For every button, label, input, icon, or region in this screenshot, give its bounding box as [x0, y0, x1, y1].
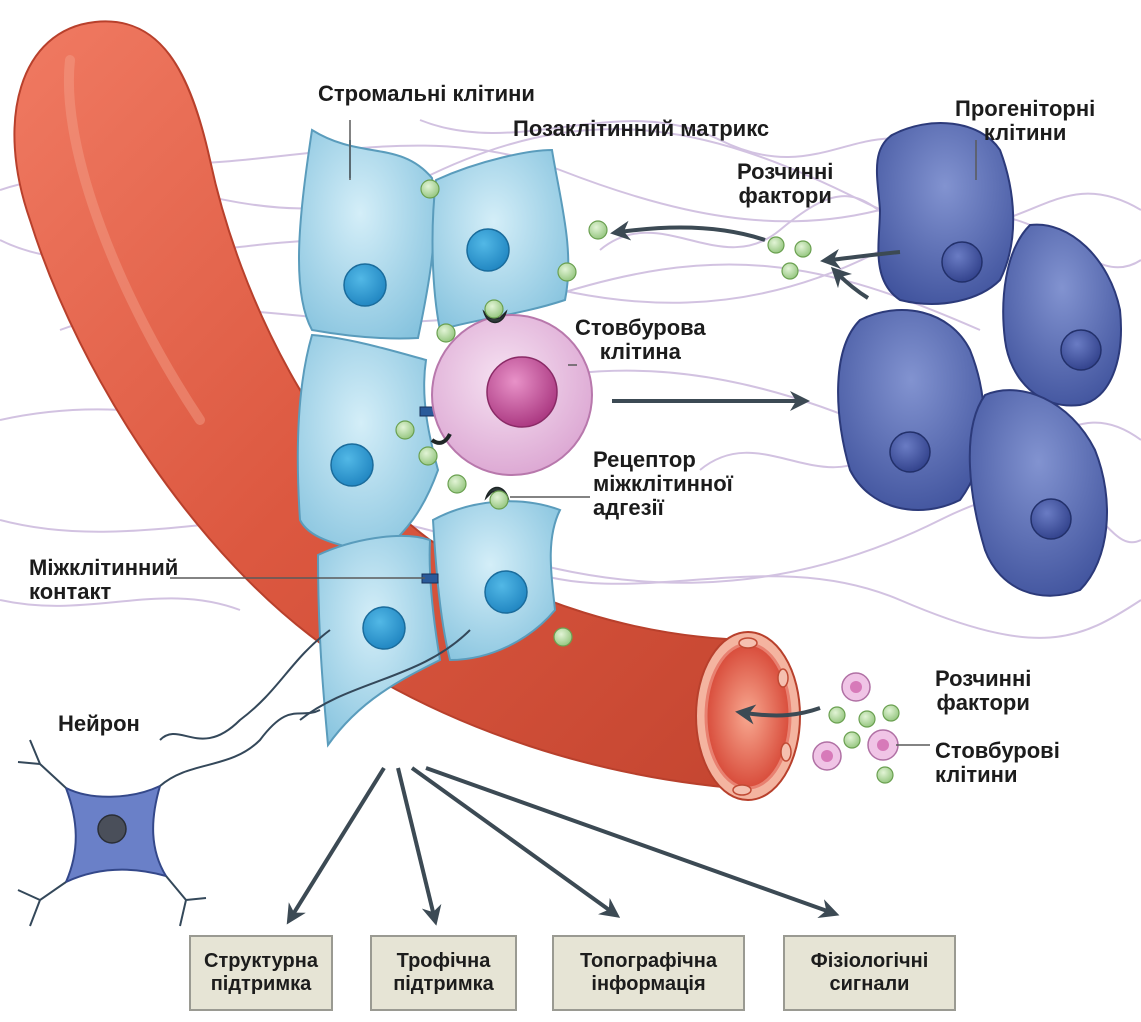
label-extracellular-matrix: Позаклітинний матрикс: [513, 117, 769, 141]
neuron: [18, 710, 320, 926]
circulating-stem-cells: [813, 673, 898, 770]
stem-cell: [432, 315, 592, 475]
label-neuron: Нейрон: [58, 712, 140, 736]
label-stromal-cells: Стромальні клітини: [318, 82, 535, 106]
